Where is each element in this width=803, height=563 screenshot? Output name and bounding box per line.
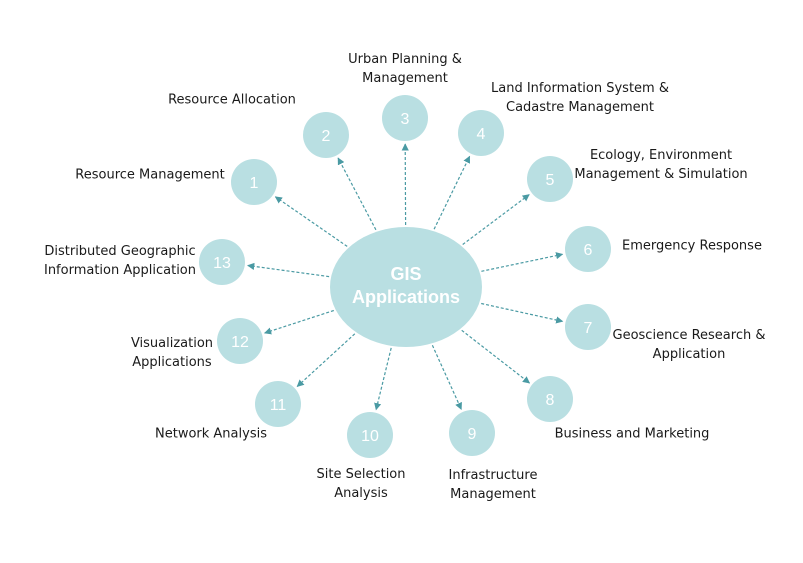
node-label-9-line-2: Management [450,487,536,502]
node-circle-1 [231,159,277,205]
node-circle-13 [199,239,245,285]
node-label-4: Land Information System & Cadastre Manage… [491,79,669,117]
node-number-4: 4 [477,126,486,143]
arrow-to-node-13 [247,262,330,278]
node-label-1-line-1: Resource Management [75,167,225,183]
arrow-to-node-11 [296,333,356,387]
node-label-12-line-1: Visualization [130,336,214,351]
hub-group: GIS Applications [330,227,482,347]
arrow-to-node-8 [461,329,531,384]
arrow-to-node-1 [274,196,348,247]
node-label-3-line-1: Urban Planning & [348,52,462,67]
node-label-7: Geoscience Research & Application [613,326,766,364]
node-label-1: Resource Management [75,166,224,185]
node-label-2: Resource Allocation [168,91,296,110]
arrow-to-node-7 [481,302,564,324]
node-circle-2 [303,112,349,158]
node-label-6-line-1: Emergency Response [622,238,762,254]
hub-title-line-2: Applications [352,287,460,307]
node-label-4-line-2: Cadastre Management [506,100,654,115]
node-label-3-line-2: Management [362,71,448,86]
node-number-1: 1 [250,175,259,192]
arrow-to-node-10 [374,347,392,411]
connector-arrows [247,143,564,411]
node-label-10-line-1: Site Selection [316,467,406,482]
node-label-6: Emergency Response [622,237,762,256]
node-number-10: 10 [361,428,379,445]
node-label-9-line-1: Infrastructure [448,468,538,483]
node-label-2-line-1: Resource Allocation [168,92,296,108]
node-label-5-line-1: Ecology, Environment [589,148,733,163]
node-label-5-line-2: Management & Simulation [574,167,748,182]
node-label-11: Network Analysis [155,425,267,444]
arrow-to-node-12 [264,309,334,335]
node-label-10-line-2: Analysis [334,486,388,501]
node-number-9: 9 [468,426,477,443]
arrow-to-node-6 [481,252,564,272]
node-circle-11 [255,381,301,427]
node-circle-12 [217,318,263,364]
node-number-3: 3 [401,111,410,128]
node-label-3: Urban Planning & Management [348,50,462,88]
node-label-8-line-1: Business and Marketing [554,426,710,442]
node-label-7-line-1: Geoscience Research & [612,328,766,343]
node-number-2: 2 [322,128,331,145]
arrow-to-node-4 [433,155,471,230]
node-number-5: 5 [546,172,555,189]
node-circle-10 [347,412,393,458]
node-circle-8 [527,376,573,422]
hub-ellipse [330,227,482,347]
node-circle-3 [382,95,428,141]
node-number-6: 6 [584,242,593,259]
node-label-8: Business and Marketing [555,425,710,444]
hub-title-line-1: GIS [390,264,421,284]
node-circle-5 [527,156,573,202]
node-label-12-line-2: Applications [132,355,212,370]
node-label-7-line-2: Application [652,347,726,362]
node-number-7: 7 [584,320,593,337]
node-circle-7 [565,304,611,350]
node-circle-4 [458,110,504,156]
node-label-4-line-1: Land Information System & [491,81,669,96]
node-number-13: 13 [213,255,231,272]
arrow-to-node-5 [462,194,530,245]
node-label-11-line-1: Network Analysis [155,426,267,442]
node-label-13-line-2: Information Application [43,263,197,278]
node-label-13-line-1: Distributed Geographic [44,244,196,259]
node-number-11: 11 [270,397,287,414]
node-number-8: 8 [546,392,555,409]
arrow-to-node-2 [337,157,377,231]
node-circle-6 [565,226,611,272]
node-circle-9 [449,410,495,456]
node-number-12: 12 [231,334,249,351]
arrow-to-node-9 [431,345,462,410]
